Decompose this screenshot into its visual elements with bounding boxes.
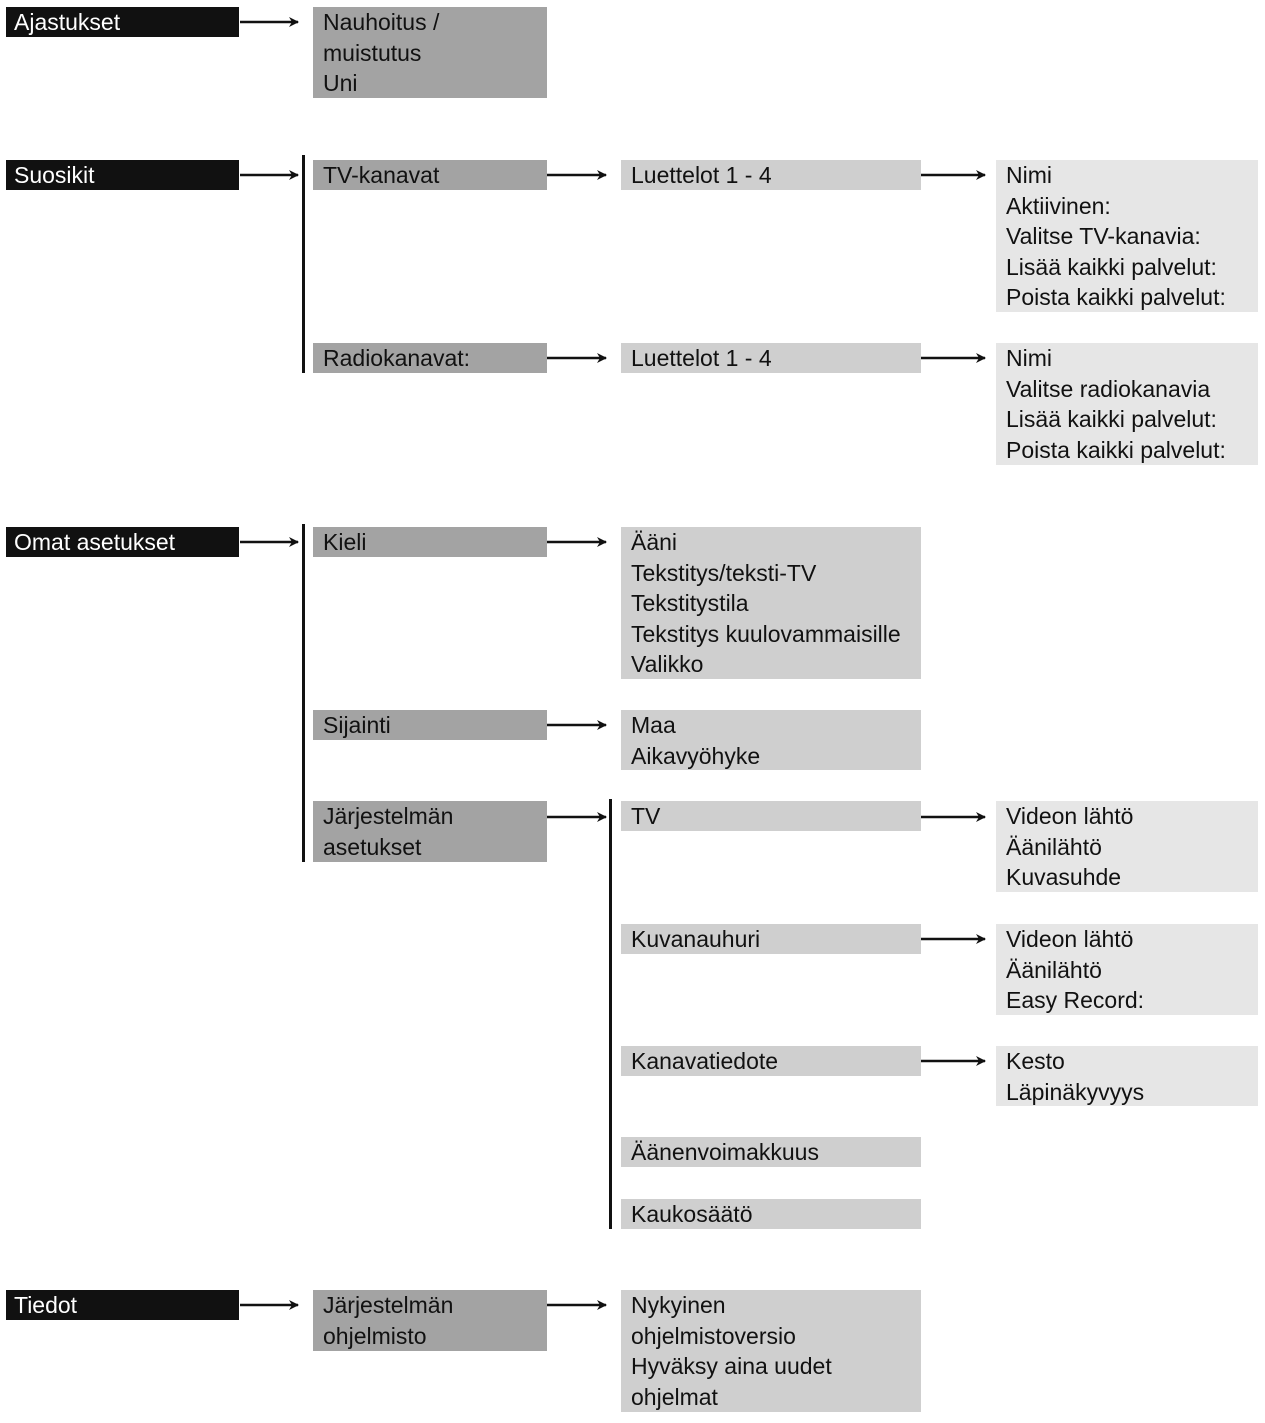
option-item[interactable]: Maa xyxy=(631,712,676,738)
submenu-jarjestelman-ohjelmisto[interactable]: Järjestelmän ohjelmisto xyxy=(313,1290,547,1351)
omat-bracket xyxy=(302,524,305,862)
lists-label: Luettelot 1 - 4 xyxy=(631,162,772,188)
submenu-label: asetukset xyxy=(323,833,422,860)
submenu-label: TV-kanavat xyxy=(323,162,440,188)
option-item[interactable]: Kesto xyxy=(1006,1048,1065,1074)
option-item[interactable]: Valikko xyxy=(631,651,704,677)
option-item[interactable]: Videon lähtö xyxy=(1006,926,1134,952)
option-item[interactable]: Lisää kaikki palvelut: xyxy=(1006,253,1217,280)
system-kuvanauhuri[interactable]: Kuvanauhuri xyxy=(621,924,921,954)
sijainti-options: Maa Aikavyöhyke xyxy=(621,710,921,770)
kieli-options: Ääni Tekstitys/teksti-TV Tekstitystila T… xyxy=(621,527,921,679)
option-item[interactable]: Äänilähtö xyxy=(1006,833,1102,860)
submenu-label: ohjelmisto xyxy=(323,1322,427,1349)
system-tv-label: TV xyxy=(631,803,661,829)
system-aanenvoimakkuus[interactable]: Äänenvoimakkuus xyxy=(621,1137,921,1167)
submenu-label: Sijainti xyxy=(323,712,391,738)
option-item[interactable]: Lisää kaikki palvelut: xyxy=(1006,406,1217,432)
submenu-label: Järjestelmän xyxy=(323,1292,454,1318)
menu-tiedot[interactable]: Tiedot xyxy=(6,1290,239,1320)
submenu-radiokanavat[interactable]: Radiokanavat: xyxy=(313,343,547,373)
submenu-sijainti[interactable]: Sijainti xyxy=(313,710,547,740)
menu-suosikit[interactable]: Suosikit xyxy=(6,160,239,190)
option-item[interactable]: Kuvasuhde xyxy=(1006,864,1122,890)
option-item[interactable]: ohjelmistoversio xyxy=(631,1322,796,1349)
suosikit-bracket xyxy=(302,155,305,373)
system-kanavatiedote[interactable]: Kanavatiedote xyxy=(621,1046,921,1076)
radio-lists[interactable]: Luettelot 1 - 4 xyxy=(621,343,921,373)
menu-suosikit-label: Suosikit xyxy=(14,162,95,188)
ajastukset-submenu: Nauhoitus / muistutus Uni xyxy=(313,7,547,98)
option-item[interactable]: Videon lähtö xyxy=(1006,803,1134,829)
option-item[interactable]: Läpinäkyvyys xyxy=(1006,1078,1145,1105)
system-tv-options: Videon lähtö Äänilähtö Kuvasuhde xyxy=(996,801,1258,892)
tv-lists[interactable]: Luettelot 1 - 4 xyxy=(621,160,921,190)
submenu-label: Kieli xyxy=(323,529,367,555)
software-options: Nykyinen ohjelmistoversio Hyväksy aina u… xyxy=(621,1290,921,1412)
option-item[interactable]: Tekstitys/teksti-TV xyxy=(631,559,817,586)
option-item[interactable]: ohjelmat xyxy=(631,1383,718,1410)
submenu-item[interactable]: muistutus xyxy=(323,39,422,66)
jarjestelma-bracket xyxy=(609,799,612,1229)
submenu-kieli[interactable]: Kieli xyxy=(313,527,547,557)
option-item[interactable]: Hyväksy aina uudet xyxy=(631,1353,832,1379)
submenu-item[interactable]: Uni xyxy=(323,70,358,96)
option-item[interactable]: Easy Record: xyxy=(1006,987,1145,1013)
option-item[interactable]: Poista kaikki palvelut: xyxy=(1006,436,1226,463)
option-item[interactable]: Äänilähtö xyxy=(1006,956,1102,983)
lists-label: Luettelot 1 - 4 xyxy=(631,345,772,371)
menu-tiedot-label: Tiedot xyxy=(14,1292,78,1318)
option-item[interactable]: Aktiivinen: xyxy=(1006,192,1111,219)
submenu-item[interactable]: Nauhoitus / xyxy=(323,9,440,35)
menu-ajastukset[interactable]: Ajastukset xyxy=(6,7,239,37)
radio-list-options: Nimi Valitse radiokanavia Lisää kaikki p… xyxy=(996,343,1258,465)
option-item[interactable]: Nykyinen xyxy=(631,1292,726,1318)
option-item[interactable]: Nimi xyxy=(1006,162,1052,188)
option-item[interactable]: Valitse TV-kanavia: xyxy=(1006,223,1201,249)
system-volume-label: Äänenvoimakkuus xyxy=(631,1139,819,1165)
menu-omat-asetukset[interactable]: Omat asetukset xyxy=(6,527,239,557)
system-info-options: Kesto Läpinäkyvyys xyxy=(996,1046,1258,1106)
system-vcr-options: Videon lähtö Äänilähtö Easy Record: xyxy=(996,924,1258,1015)
submenu-tv-kanavat[interactable]: TV-kanavat xyxy=(313,160,547,190)
menu-ajastukset-label: Ajastukset xyxy=(14,9,121,35)
system-tv[interactable]: TV xyxy=(621,801,921,831)
option-item[interactable]: Nimi xyxy=(1006,345,1052,371)
submenu-label: Järjestelmän xyxy=(323,803,454,829)
option-item[interactable]: Poista kaikki palvelut: xyxy=(1006,284,1226,310)
option-item[interactable]: Valitse radiokanavia xyxy=(1006,375,1211,402)
option-item[interactable]: Tekstitystila xyxy=(631,590,749,616)
menu-omat-label: Omat asetukset xyxy=(14,529,176,555)
system-info-label: Kanavatiedote xyxy=(631,1048,779,1074)
option-item[interactable]: Tekstitys kuulovammaisille xyxy=(631,620,901,647)
system-vcr-label: Kuvanauhuri xyxy=(631,926,761,952)
option-item[interactable]: Aikavyöhyke xyxy=(631,742,761,769)
submenu-label: Radiokanavat: xyxy=(323,345,471,371)
tv-list-options: Nimi Aktiivinen: Valitse TV-kanavia: Lis… xyxy=(996,160,1258,312)
option-item[interactable]: Ääni xyxy=(631,529,678,555)
submenu-jarjestelman-asetukset[interactable]: Järjestelmän asetukset xyxy=(313,801,547,862)
system-remote-label: Kaukosäätö xyxy=(631,1201,753,1227)
system-kaukosaato[interactable]: Kaukosäätö xyxy=(621,1199,921,1229)
